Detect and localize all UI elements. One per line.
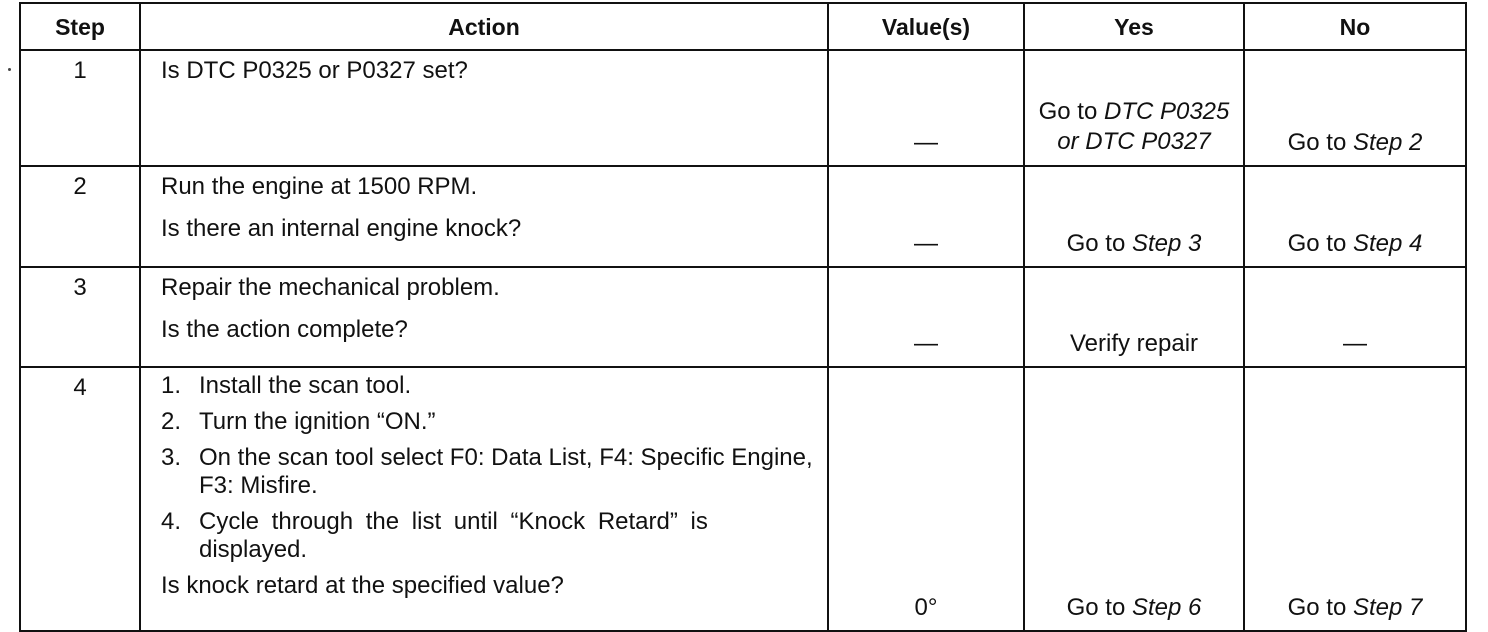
action-cell: 1. Install the scan tool. 2. Turn the ig… bbox=[139, 366, 829, 632]
list-item: 2. Turn the ignition “ON.” bbox=[161, 408, 815, 436]
value-cell: — bbox=[827, 49, 1025, 167]
header-row: Step Action Value(s) Yes No bbox=[19, 2, 1467, 51]
action-list: 1. Install the scan tool. 2. Turn the ig… bbox=[161, 372, 815, 564]
table-row: 3 Repair the mechanical problem. Is the … bbox=[19, 266, 1467, 368]
action-instruction: Run the engine at 1500 RPM. bbox=[161, 173, 478, 200]
yes-cell: Go to Step 6 bbox=[1023, 366, 1245, 632]
list-item: 4. Cycle through the list until “Knock R… bbox=[161, 508, 815, 564]
no-cell: Go to Step 2 bbox=[1243, 49, 1467, 167]
header-no: No bbox=[1243, 2, 1467, 51]
no-target: Step 2 bbox=[1352, 129, 1423, 156]
action-question: Is the action complete? bbox=[161, 316, 408, 343]
header-step: Step bbox=[19, 2, 141, 51]
value-cell: 0° bbox=[827, 366, 1025, 632]
diagnostic-table: Step Action Value(s) Yes No 1 Is DTC P03… bbox=[19, 2, 1467, 632]
list-item-text: Turn the ignition “ON.” bbox=[199, 408, 436, 435]
no-target: Step 4 bbox=[1352, 230, 1423, 257]
no-link[interactable]: Go to Step 4 bbox=[1288, 230, 1423, 257]
action-cell: Run the engine at 1500 RPM. Is there an … bbox=[139, 165, 829, 268]
value-text: — bbox=[914, 230, 938, 257]
step-number: 1 bbox=[19, 49, 141, 167]
no-prefix: Go to bbox=[1287, 129, 1347, 156]
yes-link[interactable]: Verify repair bbox=[1069, 330, 1199, 357]
yes-cell: Verify repair bbox=[1023, 266, 1245, 368]
action-cell: Repair the mechanical problem. Is the ac… bbox=[139, 266, 829, 368]
list-item-text: Cycle through the list until “Knock Reta… bbox=[199, 508, 708, 563]
header-action: Action bbox=[139, 2, 829, 51]
no-cell: — bbox=[1243, 266, 1467, 368]
no-link[interactable]: Go to Step 7 bbox=[1288, 594, 1423, 621]
list-item-number: 2. bbox=[161, 408, 182, 435]
yes-prefix: Go to bbox=[1066, 594, 1126, 621]
list-item-text: On the scan tool select F0: Data List, F… bbox=[199, 444, 813, 499]
list-item-number: 1. bbox=[161, 372, 182, 399]
table-row: 4 1. Install the scan tool. 2. Turn the … bbox=[19, 366, 1467, 632]
step-number: 2 bbox=[19, 165, 141, 268]
no-link[interactable]: Go to Step 2 bbox=[1288, 129, 1423, 156]
header-yes: Yes bbox=[1023, 2, 1245, 51]
list-item-number: 4. bbox=[161, 508, 182, 535]
yes-prefix: Go to bbox=[1038, 98, 1098, 125]
yes-target: DTC P0325 or DTC P0327 bbox=[1057, 98, 1230, 155]
value-text: — bbox=[914, 129, 938, 156]
value-text: — bbox=[914, 330, 938, 357]
yes-target: Step 3 bbox=[1131, 230, 1202, 257]
list-item-text: Install the scan tool. bbox=[199, 372, 412, 399]
list-item: 1. Install the scan tool. bbox=[161, 372, 815, 400]
yes-prefix: Go to bbox=[1066, 230, 1126, 257]
yes-cell: Go to DTC P0325 or DTC P0327 bbox=[1023, 49, 1245, 167]
action-question: Is there an internal engine knock? bbox=[161, 215, 522, 242]
action-question: Is knock retard at the specified value? bbox=[161, 572, 564, 599]
list-item: 3. On the scan tool select F0: Data List… bbox=[161, 444, 815, 500]
yes-link[interactable]: Go to Step 3 bbox=[1067, 230, 1202, 257]
value-cell: — bbox=[827, 266, 1025, 368]
table-row: 2 Run the engine at 1500 RPM. Is there a… bbox=[19, 165, 1467, 268]
no-target: Step 7 bbox=[1352, 594, 1423, 621]
step-number: 4 bbox=[19, 366, 141, 632]
list-item-number: 3. bbox=[161, 444, 182, 471]
no-cell: Go to Step 7 bbox=[1243, 366, 1467, 632]
yes-target: Step 6 bbox=[1131, 594, 1202, 621]
no-prefix: Go to bbox=[1287, 230, 1347, 257]
table-row: 1 Is DTC P0325 or P0327 set? — Go to DTC… bbox=[19, 49, 1467, 167]
no-prefix: Go to bbox=[1287, 594, 1347, 621]
stray-mark bbox=[8, 68, 11, 71]
yes-cell: Go to Step 3 bbox=[1023, 165, 1245, 268]
yes-link[interactable]: Go to Step 6 bbox=[1067, 594, 1202, 621]
value-cell: — bbox=[827, 165, 1025, 268]
action-question: Is DTC P0325 or P0327 set? bbox=[161, 57, 468, 84]
no-cell: Go to Step 4 bbox=[1243, 165, 1467, 268]
value-text: 0° bbox=[914, 594, 938, 621]
yes-link[interactable]: Go to DTC P0325 or DTC P0327 bbox=[1025, 97, 1243, 157]
step-number: 3 bbox=[19, 266, 141, 368]
action-cell: Is DTC P0325 or P0327 set? bbox=[139, 49, 829, 167]
no-text: — bbox=[1343, 330, 1367, 357]
header-values: Value(s) bbox=[827, 2, 1025, 51]
action-instruction: Repair the mechanical problem. bbox=[161, 274, 500, 301]
